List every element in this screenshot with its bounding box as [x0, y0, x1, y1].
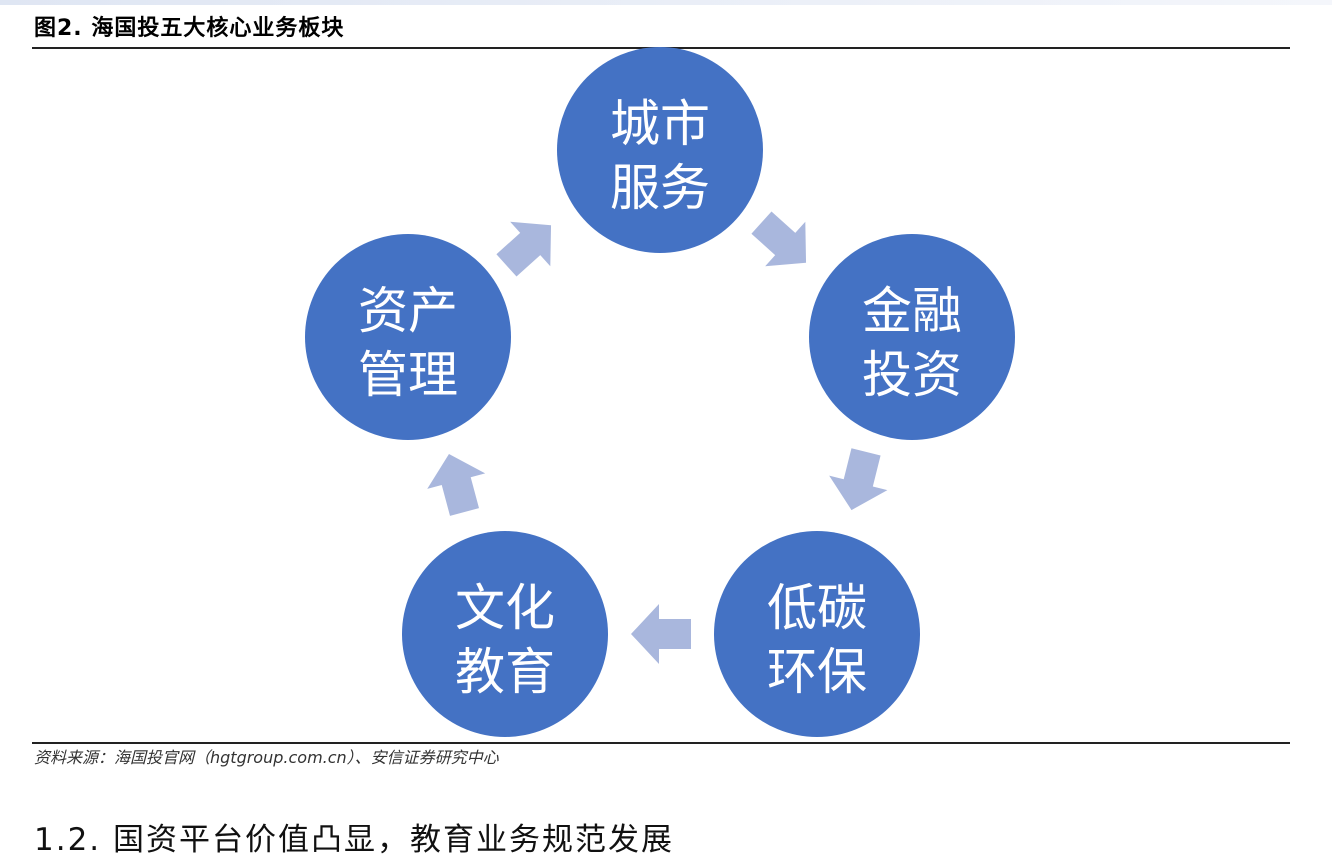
section-heading: 1.2. 国资平台价值凸显，教育业务规范发展: [34, 822, 675, 858]
cycle-arrows: [427, 211, 888, 664]
node-asset-management: 资产 管理: [305, 234, 511, 440]
node-label-line1: 金融: [862, 282, 962, 340]
node-culture-education: 文化 教育: [402, 531, 608, 737]
node-label-line2: 投资: [862, 346, 962, 404]
source-note: 资料来源：海国投官网（hgtgroup.com.cn）、安信证券研究中心: [34, 748, 499, 767]
node-label-line1: 资产: [358, 282, 458, 340]
node-financial-investment: 金融 投资: [809, 234, 1015, 440]
node-label-line2: 管理: [358, 346, 458, 404]
cycle-arrow-icon: [751, 211, 807, 267]
node-low-carbon: 低碳 环保: [714, 531, 920, 737]
node-circle: [402, 531, 608, 737]
node-label-line1: 低碳: [767, 579, 867, 637]
cycle-arrow-icon: [496, 221, 552, 277]
cycle-arrow-icon: [631, 604, 691, 664]
node-circle: [714, 531, 920, 737]
node-urban-services: 城市 服务: [557, 47, 763, 253]
node-circle: [809, 234, 1015, 440]
figure-title: 图2. 海国投五大核心业务板块: [34, 16, 345, 41]
node-label-line2: 环保: [767, 643, 867, 701]
node-label-line1: 城市: [610, 95, 710, 153]
node-label-line2: 教育: [455, 643, 555, 701]
node-label-line2: 服务: [610, 159, 710, 217]
source-rule: [32, 742, 1290, 744]
top-strip: [0, 0, 1332, 5]
cycle-arrow-icon: [427, 454, 486, 516]
node-circle: [305, 234, 511, 440]
node-circle: [557, 47, 763, 253]
node-label-line1: 文化: [455, 579, 555, 637]
cycle-arrow-icon: [829, 448, 888, 511]
